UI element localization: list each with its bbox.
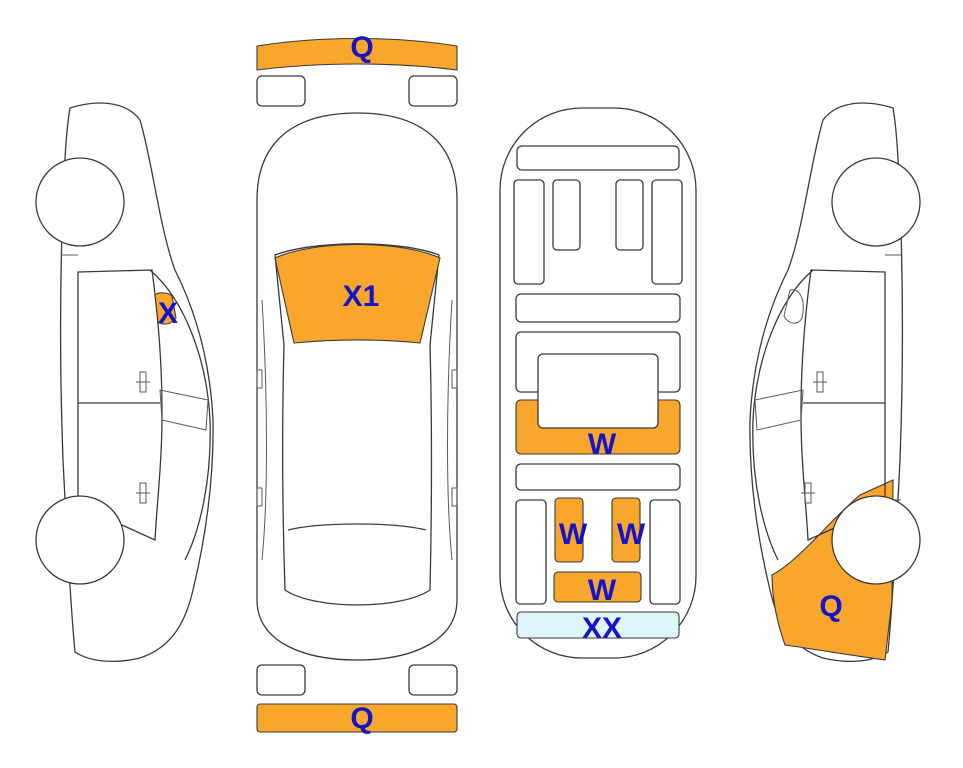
windshield-code: X1 [343,280,380,313]
left-rear-window-code: X [158,297,178,330]
right-side-roof-line [752,269,814,561]
underbody-front-panel [516,145,680,171]
top-view-right-mirror-rear [451,487,458,507]
right-side-fuel-flap [783,289,804,324]
top-view-cabin [274,243,440,606]
right-side-wheel-front [831,495,921,585]
right-side-door-handle-rear [801,482,815,504]
top-view-left-pillar [261,299,267,561]
top-view-left-mirror-rear [256,487,263,507]
trunk-lower-part [553,571,642,603]
rear-panel-code: XX [582,612,622,645]
underbody-view: W W W W XX [499,107,697,659]
front-light-right [408,75,458,107]
underbody-left-rear-rail [515,499,547,605]
right-side-view: Q [749,102,921,662]
rear-light-right [408,664,458,696]
right-side-window-frame [800,269,886,541]
underbody-crossmember-1 [515,293,681,323]
underbody-right-rear-rail [649,499,681,605]
windshield-part [274,243,441,344]
top-view-right-mirror-front [451,369,458,389]
front-light-left [256,75,306,107]
rear-panel-part [516,611,680,639]
right-side-mirror [754,389,804,431]
top-view-right-pillar [447,299,453,561]
top-view: Q X1 Q [256,31,458,735]
trunk-left-part [554,497,584,563]
rear-bumper-part [256,703,458,733]
underbody-crossmember-2 [515,463,681,491]
top-view-body [256,112,458,661]
underbody-left-rail [513,179,545,285]
trunk-right-part [611,497,641,563]
rear-bumper-code: Q [350,702,373,735]
right-side-door-handle-front [813,371,827,393]
trunk-right-code: W [617,518,646,551]
right-front-fender-code: Q [819,590,842,623]
underbody-right-mount [615,179,644,251]
underbody-left-mount [552,179,581,251]
front-bumper-code: Q [350,31,373,64]
left-side-rear-window-damage [154,292,177,325]
left-side-view: X [35,102,214,662]
left-side-wheel-rear [35,157,125,247]
left-side-mirror [159,389,209,431]
trunk-lower-code: W [588,574,617,607]
left-side-roof-line [149,269,211,561]
underbody-right-rail [651,179,683,285]
left-side-door-handle-rear [136,482,150,504]
trunk-floor-center-code: W [588,428,617,461]
top-view-left-mirror-front [256,369,263,389]
underbody-tank [537,353,659,429]
left-side-door-handle-front [136,371,150,393]
front-bumper-part [256,37,458,71]
top-view-rear-window [287,523,427,531]
rear-light-left [256,664,306,696]
right-side-wheel-rear [831,157,921,247]
trunk-left-code: W [559,518,588,551]
left-side-wheel-front [35,495,125,585]
